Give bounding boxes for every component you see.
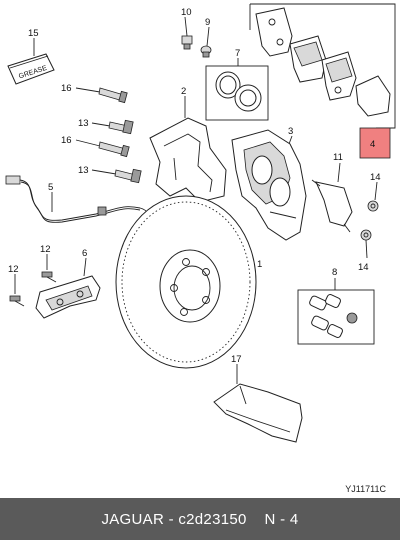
part-15-grease-sachet: GREASE bbox=[7, 38, 55, 85]
part-13-bolt-lower bbox=[91, 168, 142, 184]
part-14-clip-upper bbox=[367, 181, 379, 212]
callout-3: 3 bbox=[288, 126, 293, 137]
callout-13-upper: 13 bbox=[78, 118, 89, 129]
part-12-screw-lower bbox=[9, 274, 25, 307]
part-6-shield-bracket bbox=[35, 257, 101, 319]
brake-assembly-diagram: GREASE 15 16 16 13 13 10 9 bbox=[5, 3, 396, 443]
callout-5: 5 bbox=[48, 182, 53, 193]
part-16-guide-pin-upper bbox=[75, 87, 128, 104]
part-4-highlight bbox=[359, 127, 391, 159]
callout-11: 11 bbox=[333, 152, 343, 163]
callout-10: 10 bbox=[181, 7, 192, 18]
callout-2: 2 bbox=[181, 86, 186, 97]
callout-17: 17 bbox=[231, 354, 242, 365]
part-9-dust-cap bbox=[200, 26, 212, 58]
part-8-guide-sleeve-kit bbox=[297, 278, 375, 345]
callout-13-lower: 13 bbox=[78, 165, 89, 176]
part-1-brake-disc bbox=[115, 195, 257, 369]
footer-position: N - 4 bbox=[264, 510, 299, 528]
part-4-brake-pad-set bbox=[249, 3, 396, 129]
part-3-caliper-body bbox=[231, 129, 307, 241]
callout-14-upper: 14 bbox=[370, 172, 381, 183]
callout-4: 4 bbox=[370, 139, 375, 150]
callout-15: 15 bbox=[28, 28, 39, 39]
callout-8: 8 bbox=[332, 267, 337, 278]
callout-7: 7 bbox=[235, 48, 240, 59]
callout-16-lower: 16 bbox=[61, 135, 72, 146]
callout-14-lower: 14 bbox=[358, 262, 369, 273]
callout-12-lower: 12 bbox=[8, 264, 19, 275]
part-10-bleed-screw bbox=[181, 16, 193, 50]
part-2-caliper-carrier bbox=[149, 96, 227, 203]
part-14-clip-lower bbox=[360, 229, 372, 259]
part-7-piston-seal-kit bbox=[205, 58, 269, 121]
part-16-guide-pin-lower bbox=[75, 139, 130, 158]
part-5-wear-sensor bbox=[5, 175, 151, 228]
callout-12-upper: 12 bbox=[40, 244, 51, 255]
part-12-screw-upper bbox=[41, 254, 57, 283]
footer-bar: JAGUAR - c2d23150 N - 4 bbox=[0, 498, 400, 540]
callout-6: 6 bbox=[82, 248, 87, 259]
footer-part-number: c2d23150 bbox=[178, 510, 247, 528]
part-17-splash-shield bbox=[213, 364, 303, 443]
footer-separator: - bbox=[164, 510, 179, 528]
diagram-reference-code: YJ11711C bbox=[345, 484, 386, 494]
part-13-bolt-upper bbox=[91, 119, 134, 135]
part-11-retaining-spring bbox=[311, 162, 353, 233]
footer-spacer bbox=[247, 511, 265, 528]
footer-brand: JAGUAR bbox=[101, 510, 165, 528]
callout-9: 9 bbox=[205, 17, 210, 28]
callout-1: 1 bbox=[257, 259, 262, 270]
callout-16-upper: 16 bbox=[61, 83, 72, 94]
